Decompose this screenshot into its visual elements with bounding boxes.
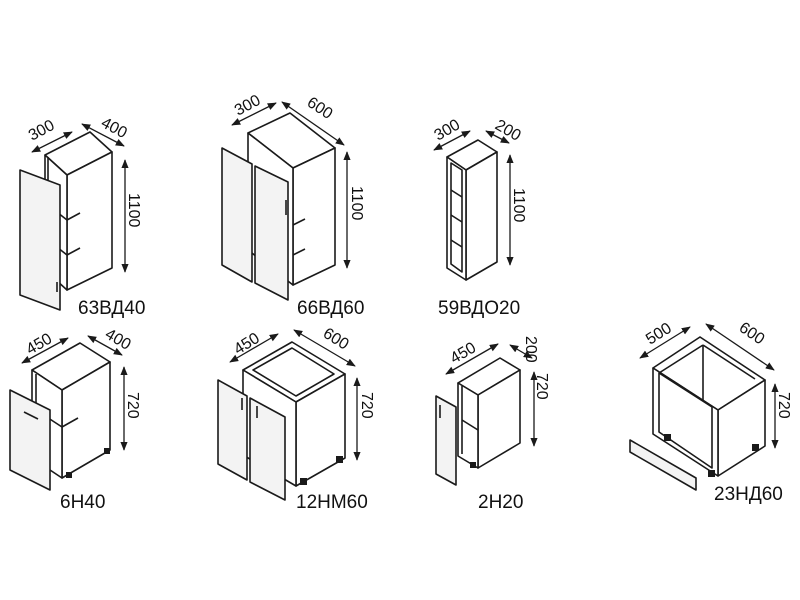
- width-dim: 600: [304, 94, 336, 123]
- cabinet-code: 66ВД60: [297, 298, 364, 319]
- depth-dim: 450: [231, 330, 263, 359]
- width-dim: 600: [736, 319, 768, 348]
- height-dim: 720: [358, 392, 375, 419]
- width-dim: 400: [102, 326, 134, 354]
- cabinet-side: [292, 147, 336, 286]
- cabinet-door: [19, 169, 61, 311]
- cabinet-66vd60: 300 600 1100 66ВД60: [221, 92, 365, 319]
- right-door: [254, 165, 289, 301]
- drawer-panel: [629, 439, 697, 491]
- cabinet-12nm60: 450 600 720 12НМ60: [217, 325, 375, 513]
- cabinet-6n40: 450 400 720 6Н40: [9, 326, 141, 513]
- cabinet-code: 63ВД40: [78, 298, 145, 319]
- cabinet-code: 23НД60: [714, 484, 783, 505]
- width-dim: 400: [98, 115, 130, 143]
- height-dim: 1100: [348, 186, 365, 221]
- cabinet-2n20: 450 200 720 2Н20: [435, 336, 550, 513]
- right-door: [249, 397, 286, 501]
- cabinet-code: 12НМ60: [296, 492, 368, 513]
- cabinet-door: [435, 395, 457, 486]
- cabinet-front: [457, 382, 479, 469]
- height-dim: 720: [124, 392, 141, 419]
- cabinet-code: 59ВДО20: [438, 298, 520, 319]
- cabinet-23nd60: 500 600 720 23НД60: [629, 319, 792, 505]
- depth-dim: 500: [643, 320, 675, 349]
- cabinet-59vdo20: 300 200 1100 59ВДО20: [432, 116, 528, 319]
- cabinet-63vd40: 300 400 1100 63ВД40: [19, 115, 145, 319]
- height-dim: 720: [533, 373, 550, 400]
- cabinet-door: [9, 389, 51, 491]
- cabinet-code: 2Н20: [478, 492, 523, 513]
- height-dim: 1100: [125, 193, 142, 228]
- door-handle: [23, 411, 39, 420]
- width-dim: 200: [492, 117, 524, 145]
- cabinet-side: [66, 151, 113, 291]
- depth-dim: 300: [26, 117, 58, 145]
- height-dim: 1100: [510, 188, 527, 223]
- depth-dim: 300: [432, 116, 464, 144]
- cabinet-side: [465, 151, 498, 281]
- width-dim: 600: [320, 325, 352, 354]
- height-dim: 720: [775, 392, 792, 419]
- left-door: [221, 147, 253, 283]
- left-door: [217, 379, 248, 481]
- depth-dim: 300: [232, 92, 264, 120]
- width-dim: 200: [522, 336, 539, 363]
- cabinet-code: 6Н40: [60, 492, 105, 513]
